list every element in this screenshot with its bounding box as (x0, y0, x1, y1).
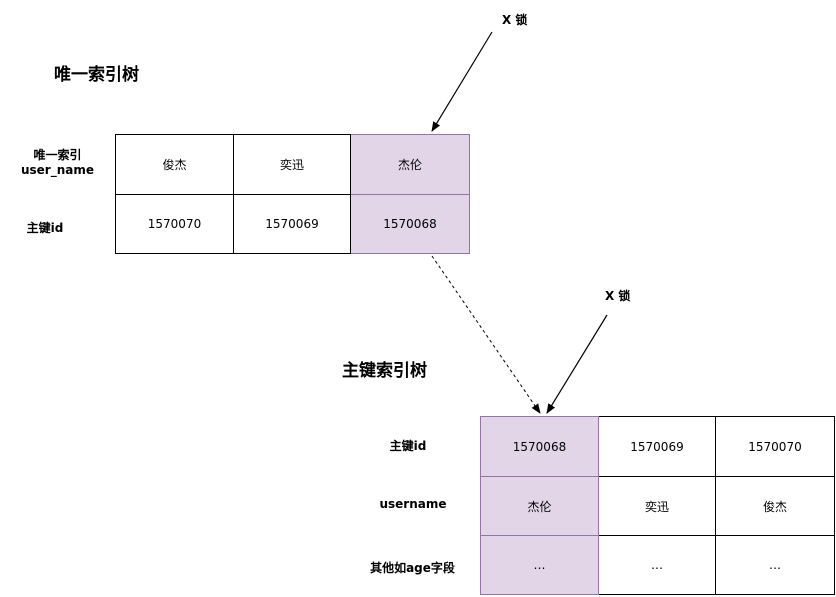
unique-index-row-label: 唯一索引 user_name (10, 148, 105, 178)
primary-id-row: 1570068 1570069 1570070 (480, 416, 835, 477)
primary-tree-id-row-label: 主键id (389, 439, 427, 453)
unique-index-label-line2: user_name (20, 163, 95, 177)
primary-key-tree-title: 主键索引树 (342, 361, 427, 381)
unique-name-cell: 俊杰 (115, 134, 234, 195)
unique-index-name-row: 俊杰 奕迅 杰伦 (115, 134, 470, 195)
primary-username-row: 杰伦 奕迅 俊杰 (480, 476, 835, 536)
primary-id-cell: 1570069 (598, 416, 716, 477)
unique-id-cell-locked: 1570068 (350, 194, 470, 254)
unique-tree-lock-arrow (431, 31, 493, 132)
unique-tree-id-row-label: 主键id (26, 221, 64, 235)
primary-tree-lock-label: X 锁 (605, 289, 631, 303)
unique-name-cell-locked: 杰伦 (350, 134, 470, 195)
unique-id-cell: 1570069 (233, 194, 351, 254)
primary-other-cell-locked: … (480, 535, 599, 595)
primary-tree-other-row-label: 其他如age字段 (370, 561, 455, 575)
unique-index-table: 俊杰 奕迅 杰伦 1570070 1570069 1570068 (115, 134, 470, 254)
unique-index-tree-title: 唯一索引树 (54, 65, 139, 85)
primary-other-cell: … (715, 535, 835, 595)
primary-tree-username-row-label: username (379, 497, 447, 511)
primary-username-cell-locked: 杰伦 (480, 476, 599, 536)
primary-key-table: 1570068 1570069 1570070 杰伦 奕迅 俊杰 … … … (480, 416, 835, 595)
primary-other-cell: … (598, 535, 716, 595)
back-to-primary-dashed-arrow (431, 255, 541, 414)
primary-id-cell: 1570070 (715, 416, 835, 477)
unique-index-label-line1: 唯一索引 (33, 148, 82, 162)
primary-other-row: … … … (480, 535, 835, 595)
primary-tree-lock-arrow (546, 314, 608, 414)
unique-tree-lock-label: X 锁 (502, 13, 528, 27)
primary-username-cell: 俊杰 (715, 476, 835, 536)
primary-id-cell-locked: 1570068 (480, 416, 599, 477)
unique-index-id-row: 1570070 1570069 1570068 (115, 194, 470, 254)
unique-id-cell: 1570070 (115, 194, 234, 254)
